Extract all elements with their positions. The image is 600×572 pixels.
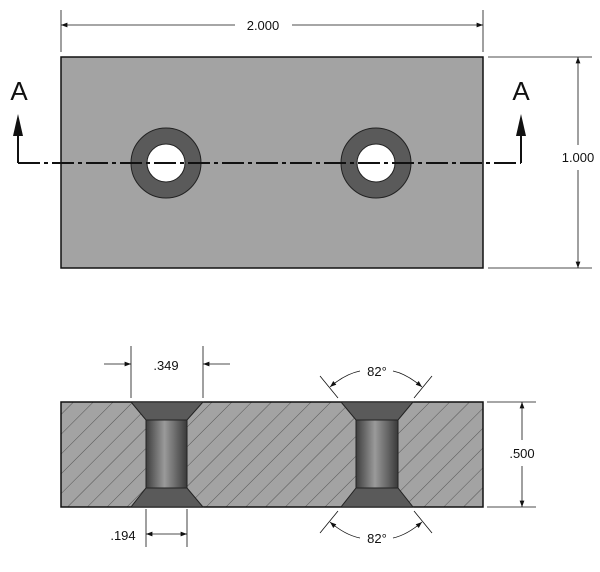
thickness-text: .500	[509, 446, 534, 461]
countersink-angle-bottom-dimension	[319, 510, 433, 539]
countersink-diameter-text: .349	[153, 358, 178, 373]
height-dimension-text: 1.000	[562, 150, 595, 165]
thickness-dimension	[487, 401, 536, 508]
countersink-angle-top-text: 82°	[367, 364, 387, 379]
section-label-left: A	[10, 76, 28, 106]
section-body	[60, 401, 484, 508]
countersink-angle-bottom-text: 82°	[367, 531, 387, 546]
width-dimension-text: 2.000	[247, 18, 280, 33]
countersink-angle-top-dimension	[319, 370, 433, 399]
top-view: A A 2.000 1.000	[10, 10, 595, 269]
section-arrow-right	[516, 114, 526, 163]
section-arrow-left	[13, 114, 23, 163]
countersink-diameter-dimension	[104, 346, 230, 398]
section-view: .349 .194 .500 82° 82°	[60, 346, 536, 547]
height-dimension	[488, 56, 592, 269]
hole-diameter-dimension	[145, 509, 188, 547]
section-hole-right	[339, 401, 415, 508]
width-dimension	[60, 10, 484, 52]
section-hole-left	[129, 401, 205, 508]
section-label-right: A	[512, 76, 530, 106]
hole-diameter-text: .194	[110, 528, 135, 543]
